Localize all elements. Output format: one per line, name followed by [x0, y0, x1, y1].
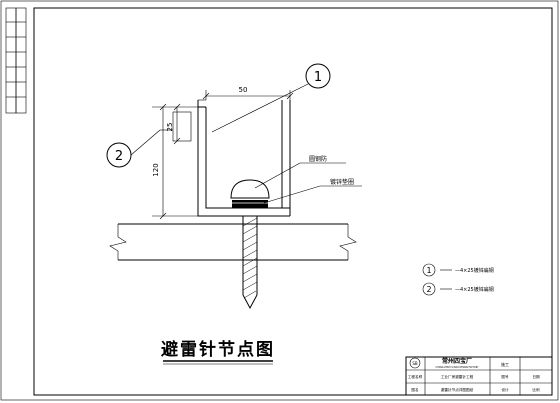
svg-text:避雷针节点详图图纸: 避雷针节点详图图纸 [441, 387, 474, 392]
flat-steel-conductor [197, 99, 291, 217]
legend-item-2-text: —4×25镀锌扁钢 [455, 286, 494, 293]
drawing-title-text: 避雷针节点图 [161, 339, 275, 360]
svg-text:日期: 日期 [532, 374, 540, 379]
title-block: SB 常州四宝厂 CHANG ZHOU SI BAO DESIGN FACTOR… [405, 356, 553, 396]
svg-text:1: 1 [426, 266, 431, 275]
dome-nut [230, 179, 270, 199]
dim-top: 50 [202, 86, 294, 100]
binding-margin [5, 7, 27, 114]
svg-text:SB: SB [412, 361, 418, 366]
roof-slab [109, 223, 357, 261]
company-name-en: CHANG ZHOU SI BAO DESIGN FACTORY [436, 366, 480, 369]
svg-text:圆钢防: 圆钢防 [309, 155, 327, 163]
svg-text:工程名称: 工程名称 [408, 374, 423, 379]
inner-border [33, 7, 553, 396]
svg-text:施工: 施工 [501, 361, 509, 367]
svg-text:1: 1 [314, 70, 322, 85]
callout-1: 1 [211, 63, 331, 133]
svg-text:2: 2 [115, 149, 123, 164]
legend: 1 —4×25镀锌扁钢 2 —4×25镀锌扁钢 [422, 263, 494, 296]
dim-25-text: 25 [166, 123, 174, 132]
svg-text:镀锌垫圈: 镀锌垫圈 [330, 178, 354, 186]
dim-left: 120 [152, 103, 198, 220]
label-plate: 镀锌垫圈 [263, 178, 362, 204]
svg-text:工业厂房避雷针工程: 工业厂房避雷针工程 [441, 374, 474, 379]
dim-small: 25 [166, 103, 192, 145]
svg-text:设计: 设计 [501, 387, 509, 392]
drawing-title: 避雷针节点图 [161, 339, 275, 365]
svg-text:图号: 图号 [501, 374, 509, 379]
bolt-assembly [230, 179, 270, 310]
callout-2: 2 [106, 129, 173, 168]
svg-text:比例: 比例 [532, 387, 540, 392]
label-nut: 圆钢防 [254, 155, 346, 189]
svg-text:图名: 图名 [411, 387, 419, 392]
dim-50-text: 50 [239, 86, 248, 94]
svg-text:2: 2 [426, 285, 431, 294]
washer [232, 200, 268, 208]
dim-120-text: 120 [152, 163, 160, 176]
company-logo [409, 357, 421, 369]
company-name: 常州四宝厂 [442, 357, 472, 365]
legend-item-1-text: —4×25镀锌扁钢 [455, 267, 494, 274]
